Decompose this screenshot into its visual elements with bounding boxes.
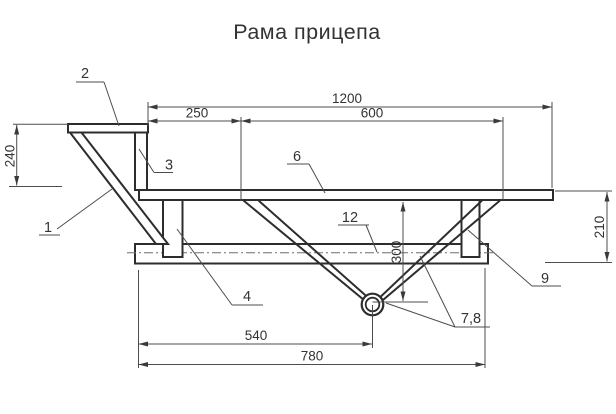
callout-4: 4 (176, 228, 263, 306)
dim-780-label: 780 (301, 349, 324, 364)
front-post (134, 131, 148, 191)
callout-9: 9 (467, 229, 561, 287)
drawing-title: Рама прицепа (233, 20, 381, 44)
callout-1-label: 1 (44, 220, 52, 236)
dim-300-label: 300 (389, 241, 404, 264)
dim-1200: 1200 (147, 91, 553, 188)
callout-4-label: 4 (243, 289, 251, 305)
dim-240: 240 (3, 123, 68, 187)
dim-250: 250 (148, 106, 242, 201)
right-stand-post (460, 199, 481, 258)
callout-7-8-label: 7,8 (461, 311, 481, 327)
frame-parts (67, 123, 554, 317)
dim-540-label: 540 (245, 328, 268, 343)
dim-780: 780 (138, 268, 486, 368)
callout-2: 2 (76, 66, 120, 127)
dim-210: 210 (545, 190, 612, 263)
callout-1: 1 (39, 188, 113, 236)
dim-600-label: 600 (361, 106, 384, 121)
callout-6-label: 6 (293, 149, 301, 165)
callout-7-8: 7,8 (385, 255, 490, 328)
dim-210-label: 210 (592, 216, 607, 239)
main-beam (138, 189, 554, 201)
left-stand-post (162, 199, 184, 258)
callout-3-label: 3 (165, 158, 173, 174)
dim-540: 540 (138, 270, 372, 368)
drawbar-top-bar (67, 123, 149, 134)
callout-2-label: 2 (81, 66, 89, 82)
dimensions: 1200 250 600 240 210 (3, 91, 612, 368)
dim-1200-label: 1200 (332, 91, 362, 106)
v-brace-left (242, 199, 374, 306)
callout-6: 6 (287, 149, 326, 194)
callout-12-label: 12 (342, 210, 358, 226)
callout-3: 3 (138, 148, 173, 174)
drawbar-diagonal (67, 131, 171, 245)
axle-beam (134, 243, 489, 265)
dim-300: 300 (372, 202, 428, 348)
callout-9-label: 9 (541, 271, 549, 287)
dim-600: 600 (241, 106, 504, 200)
callouts: 1 2 3 4 6 7,8 (39, 66, 561, 328)
callout-12: 12 (338, 210, 378, 253)
dim-250-label: 250 (186, 106, 209, 121)
v-brace-right (373, 199, 501, 307)
dim-240-label: 240 (3, 145, 18, 168)
